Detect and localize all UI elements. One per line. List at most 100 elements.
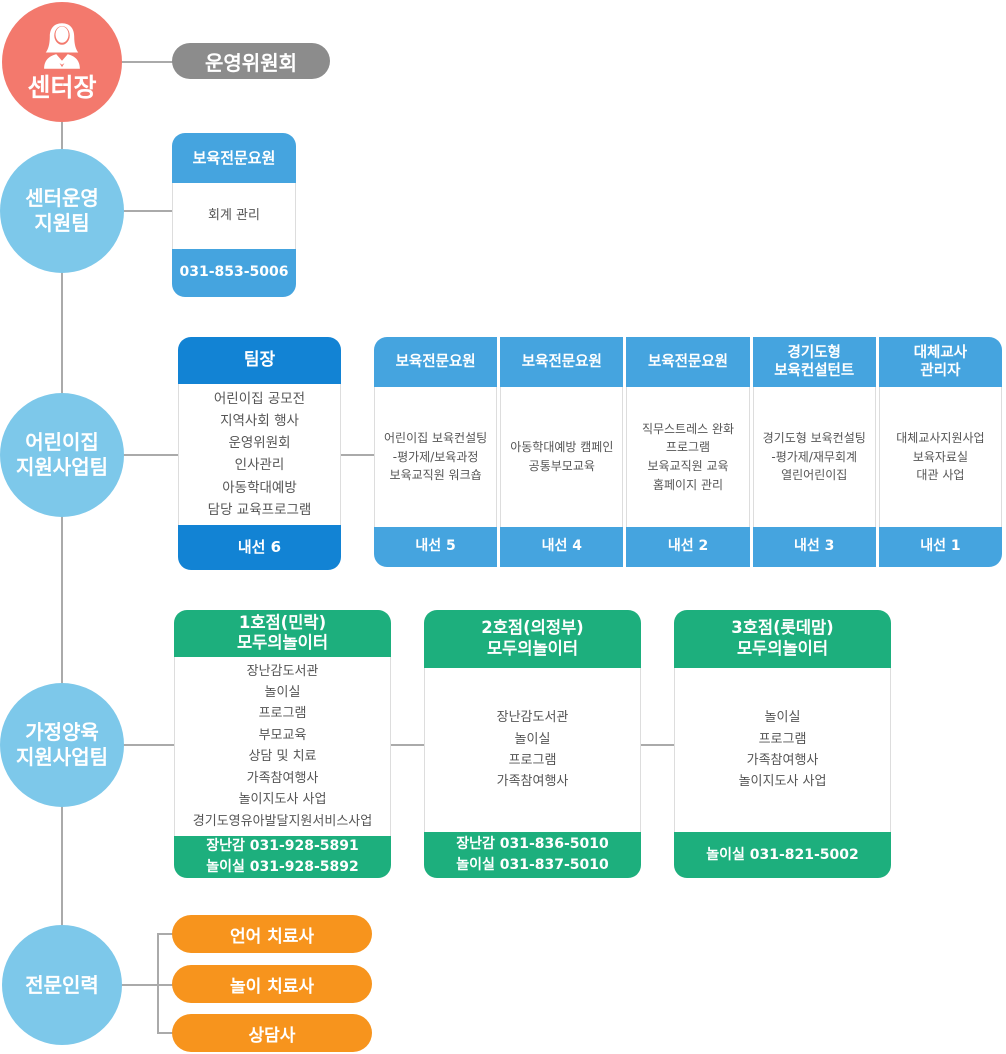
text-line: -평가제/보육과정 xyxy=(392,449,479,464)
text-line: 장난감도서관 xyxy=(246,663,319,679)
text-line: 어린이집 xyxy=(25,430,99,454)
text-line: 직무스트레스 완화 xyxy=(641,421,735,436)
card-accounting-duties: 회계 관리 xyxy=(172,183,296,249)
text-line: 가정양육 xyxy=(25,720,99,744)
text-line: 장난감 031-836-5010 xyxy=(456,836,609,852)
text-line: 인사관리 xyxy=(234,457,285,474)
text-line: 프로그램 xyxy=(258,706,307,722)
director-node: 센터장 xyxy=(2,2,122,122)
text-line: 대체교사 xyxy=(913,344,968,361)
branch-card-1-title: 1호점(민락)모두의놀이터 xyxy=(174,610,391,657)
card-accounting-title: 보육전문요원 xyxy=(172,133,296,183)
text-line: 3호점(롯데맘) xyxy=(731,618,834,638)
text-line: 보육전문요원 xyxy=(647,353,729,370)
text-line: 보육전문요원 xyxy=(521,353,602,370)
text-line: 프로그램 xyxy=(508,753,557,768)
staff-card-1-title: 보육전문요원 xyxy=(374,337,498,387)
text-line: 관리자 xyxy=(920,363,961,379)
text-line: 경기도형 보육컨설팅 xyxy=(762,431,866,446)
connector-spine xyxy=(61,62,63,985)
text-line: 장난감도서관 xyxy=(496,710,569,726)
connector-branch1-branch2 xyxy=(391,744,426,746)
text-line: 상담 및 치료 xyxy=(248,749,317,765)
text-line: 경기도영유아발달지원서비스사업 xyxy=(192,813,373,829)
staff-card-2-extension: 내선 4 xyxy=(500,527,624,567)
text-line: 담당 교육프로그램 xyxy=(207,501,312,518)
text-line: 1호점(민락) xyxy=(238,612,327,632)
text-line: 보육컨설턴트 xyxy=(774,363,855,379)
director-icon xyxy=(44,23,80,70)
text-line: 놀이지도사 사업 xyxy=(238,792,327,808)
text-line: 가족참여행사 xyxy=(246,770,319,786)
text-line: 놀이실 xyxy=(264,684,301,700)
text-line: 보육교직원 교육 xyxy=(647,459,729,473)
text-line: 지원사업팀 xyxy=(16,745,108,769)
branch-card-1-phones: 장난감 031-928-5891 놀이실 031-928-5892 xyxy=(174,836,391,878)
connector-role3-stub xyxy=(157,1032,174,1034)
text-line: 장난감 031-928-5891 xyxy=(206,838,359,854)
text-line: 대관 사업 xyxy=(916,468,965,483)
staff-card-3-title: 보육전문요원 xyxy=(626,337,750,387)
team-specialists-label: 전문인력 xyxy=(25,972,99,997)
text-line: 프로그램 xyxy=(665,440,711,455)
text-line: 아동학대예방 xyxy=(222,479,297,496)
text-line: 모두의놀이터 xyxy=(236,633,329,653)
connector-specialists-branch xyxy=(157,933,159,1034)
text-line: 프로그램 xyxy=(758,731,807,747)
committee-pill: 운영위원회 xyxy=(172,43,330,79)
branch-card-3-phones: 놀이실 031-821-5002 xyxy=(674,832,891,878)
role-pill-counselor: 상담사 xyxy=(172,1014,372,1052)
text-line: 놀이실 031-928-5892 xyxy=(206,859,359,875)
role-speech-therapist-label: 언어 치료사 xyxy=(229,926,315,947)
committee-label: 운영위원회 xyxy=(205,50,297,75)
text-line: 홈페이지 관리 xyxy=(652,477,724,492)
connector-leader-staff xyxy=(341,454,376,456)
text-line: 2호점(의정부) xyxy=(481,618,584,638)
text-line: 놀이지도사 사업 xyxy=(738,774,827,790)
text-line: 놀이실 xyxy=(764,710,801,726)
connector-branch2-branch3 xyxy=(641,744,676,746)
text-line: 아동학대예방 캠페인 xyxy=(510,440,614,455)
team-specialists-node: 전문인력 xyxy=(2,925,122,1045)
text-line: 모두의놀이터 xyxy=(486,639,579,658)
card-team-leader-extension: 내선 6 xyxy=(178,525,341,570)
text-line: 놀이실 xyxy=(514,731,551,747)
text-line: 지원사업팀 xyxy=(16,455,108,479)
text-line: 회계 관리 xyxy=(208,208,260,224)
staff-card-2-title: 보육전문요원 xyxy=(500,337,624,387)
role-counselor-label: 상담사 xyxy=(248,1025,296,1046)
text-line: 보육전문요원 xyxy=(395,353,476,370)
text-line: 운영위원회 xyxy=(228,435,291,452)
connector-role1-stub xyxy=(157,933,174,935)
staff-card-1-extension: 내선 5 xyxy=(374,527,498,567)
text-line: 대체교사지원사업 xyxy=(896,431,985,446)
text-line: 지역사회 행사 xyxy=(220,412,299,429)
text-line: 가족참여행사 xyxy=(496,774,569,790)
text-line: 공통부모교육 xyxy=(528,459,595,473)
staff-card-3-extension: 내선 2 xyxy=(626,527,750,567)
staff-card-5-extension: 내선 1 xyxy=(878,527,1003,567)
text-line: 가족참여행사 xyxy=(746,753,819,768)
text-line: 부모교육 xyxy=(258,727,307,743)
